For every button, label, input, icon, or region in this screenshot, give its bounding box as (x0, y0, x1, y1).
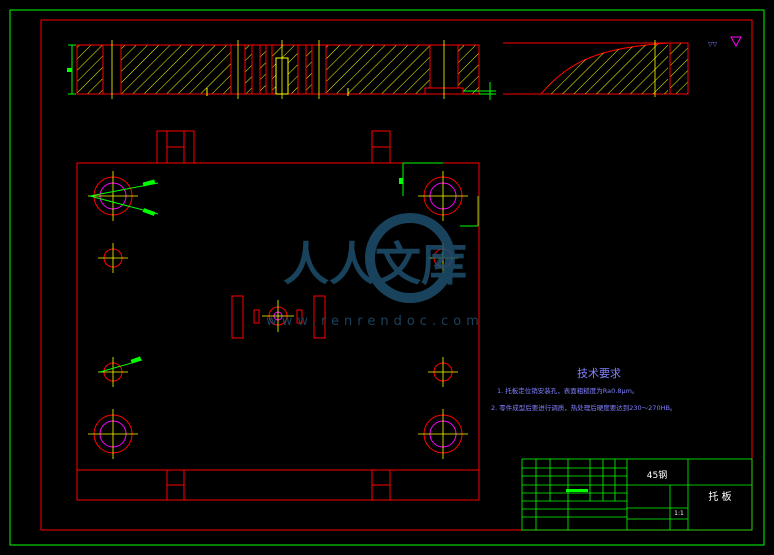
title-block (521, 458, 753, 531)
plan-view (76, 130, 480, 501)
section-view (67, 40, 496, 100)
title-block-scale: 1:1 (674, 510, 684, 517)
tech-requirement-2: 2. 零件成型后要进行调质，热处理后硬度要达到230～270HB。 (491, 403, 676, 412)
title-block-part-name: 托 板 (708, 490, 731, 503)
title-block-material: 45钢 (647, 469, 667, 481)
detail-view: ▽▽ (503, 36, 742, 97)
watermark: 人人文库 www.renrendoc.com (266, 213, 484, 329)
tech-requirements-title: 技术要求 (577, 367, 621, 380)
roughness-symbol: ▽▽ (708, 41, 718, 48)
tech-requirement-1: 1. 托板定位销安装孔，表面粗糙度为Ra0.8μm。 (497, 386, 638, 395)
outer-border (9, 9, 765, 546)
tech-requirements: 技术要求 1. 托板定位销安装孔，表面粗糙度为Ra0.8μm。 2. 零件成型后… (491, 367, 676, 412)
inner-border (40, 19, 753, 531)
watermark-logo: 人人文库 (283, 237, 467, 291)
watermark-url: www.renrendoc.com (266, 314, 484, 329)
